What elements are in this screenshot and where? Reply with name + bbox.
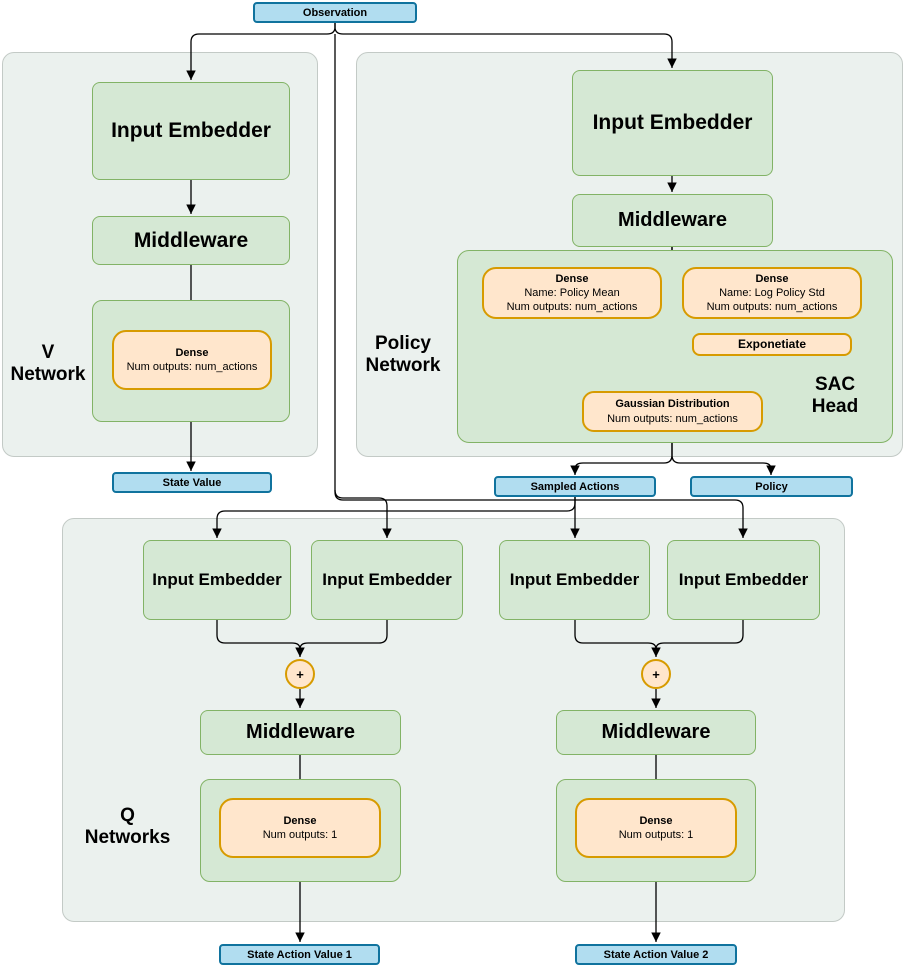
policy-input-embedder-node: Input Embedder	[572, 70, 773, 176]
state-action-value-1-node: State Action Value 1	[219, 944, 380, 965]
dense-log-policy-std-title: Dense	[755, 272, 789, 285]
q2-dense-outputs: Num outputs: 1	[618, 829, 694, 841]
gaussian-distribution-title: Gaussian Distribution	[615, 398, 730, 411]
q2-sum-node: +	[641, 659, 671, 689]
q2-dense-node: Dense Num outputs: 1	[575, 798, 737, 858]
sac-head-label: SAC Head	[811, 374, 859, 417]
policy-output-node: Policy	[690, 476, 853, 497]
policy-middleware-node: Middleware	[572, 194, 773, 247]
policy-network-label: Policy Network	[365, 333, 441, 376]
q-networks-label: Q Networks	[84, 805, 171, 848]
exponentiate-label: Exponetiate	[737, 336, 806, 351]
q1-sum-node: +	[285, 659, 315, 689]
q1-dense-node: Dense Num outputs: 1	[219, 798, 381, 858]
dense-log-policy-std-outputs: Num outputs: num_actions	[706, 301, 838, 314]
v-dense-node: Dense Num outputs: num_actions	[112, 330, 272, 390]
q1-dense-outputs: Num outputs: 1	[262, 829, 338, 841]
q1-input-embedder-action-node: Input Embedder	[311, 540, 463, 620]
gaussian-distribution-outputs: Num outputs: num_actions	[607, 412, 738, 425]
sampled-actions-node: Sampled Actions	[494, 476, 656, 497]
state-value-node: State Value	[112, 472, 272, 493]
v-dense-outputs: Num outputs: num_actions	[126, 361, 258, 373]
q1-input-embedder-obs-node: Input Embedder	[143, 540, 291, 620]
q2-input-embedder-obs-node: Input Embedder	[499, 540, 650, 620]
dense-log-policy-std-node: Dense Name: Log Policy Std Num outputs: …	[682, 267, 862, 319]
v-network-label: V Network	[10, 342, 86, 385]
q2-input-embedder-action-node: Input Embedder	[667, 540, 820, 620]
q1-dense-title: Dense	[283, 814, 317, 827]
q1-middleware-node: Middleware	[200, 710, 401, 755]
dense-log-policy-std-name: Name: Log Policy Std	[719, 286, 825, 299]
q2-dense-title: Dense	[639, 814, 673, 827]
observation-node: Observation	[253, 2, 417, 23]
dense-policy-mean-title: Dense	[555, 272, 589, 285]
v-dense-title: Dense	[175, 346, 209, 359]
dense-policy-mean-node: Dense Name: Policy Mean Num outputs: num…	[482, 267, 662, 319]
v-input-embedder-node: Input Embedder	[92, 82, 290, 180]
dense-policy-mean-outputs: Num outputs: num_actions	[506, 301, 638, 314]
v-middleware-node: Middleware	[92, 216, 290, 265]
q2-middleware-node: Middleware	[556, 710, 756, 755]
gaussian-distribution-node: Gaussian Distribution Num outputs: num_a…	[582, 391, 763, 432]
exponentiate-node: Exponetiate	[692, 333, 852, 356]
dense-policy-mean-name: Name: Policy Mean	[524, 286, 620, 299]
state-action-value-2-node: State Action Value 2	[575, 944, 737, 965]
